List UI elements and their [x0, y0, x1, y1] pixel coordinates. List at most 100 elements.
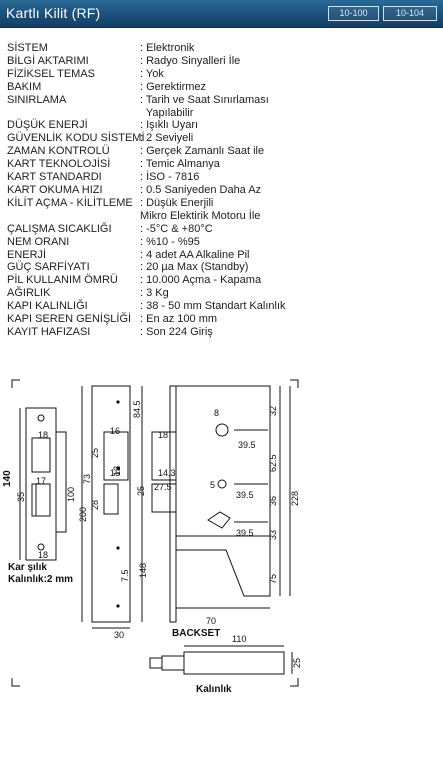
spec-value: : 4 adet AA Alkaline Pil — [140, 248, 250, 261]
spec-row: KAPI KALINLIĞI : 38 - 50 mm Standart Kalı… — [7, 300, 437, 313]
corner-mark — [290, 379, 299, 388]
spec-value: : Gerektirmez — [140, 80, 207, 93]
dim-label: 39.5 — [236, 528, 254, 538]
spec-label: BİLGİ AKTARIMI — [7, 54, 89, 67]
spec-row: NEM ORANI : %10 - %95 — [7, 236, 437, 249]
spec-value: : %10 - %95 — [140, 235, 200, 248]
spec-label: KART OKUMA HIZI — [7, 183, 103, 196]
lock-dimension-diagram: 140 35 100 18 17 18 84.5 16 25 15 73 12 … — [2, 379, 302, 695]
lock-body — [151, 385, 291, 623]
spec-row: KART TEKNOLOJİSİ: Temic Almanya — [7, 158, 437, 171]
spec-value: : 38 - 50 mm Standart Kalınlık — [140, 300, 286, 313]
strike-plate — [19, 407, 67, 561]
strike-caption: Kar şılık — [8, 562, 47, 573]
spec-row: KART OKUMA HIZI : 0.5 Saniyeden Daha Az — [7, 184, 437, 197]
dim-label: 84.5 — [132, 400, 142, 418]
spec-label: FİZİKSEL TEMAS — [7, 67, 96, 80]
spec-label: BAKIM — [7, 80, 42, 93]
dim-label: 35 — [16, 492, 26, 502]
spec-row: PİL KULLANIM ÖMRÜ: 10.000 Açma - Kapama — [7, 274, 437, 287]
spec-value: : 2 Seviyeli — [140, 132, 194, 145]
corner-mark — [290, 678, 299, 687]
dim-label: 30 — [114, 630, 124, 640]
dimension-labels: 140 35 100 18 17 18 84.5 16 25 15 73 12 … — [2, 400, 302, 668]
spec-label — [7, 107, 140, 120]
spec-value: : Işıklı Uyarı — [140, 119, 199, 132]
spec-value: : 3 Kg — [140, 287, 169, 300]
spec-row: BAKIM : Gerektirmez — [7, 81, 437, 94]
spec-label: ÇALIŞMA SICAKLIĞI — [7, 222, 112, 235]
spec-row: SİSTEM : Elektronik — [7, 42, 437, 55]
dim-label: 36 — [268, 496, 278, 506]
dim-label: 25 — [90, 448, 100, 458]
spec-label: KİLİT AÇMA - KİLİTLEME — [7, 196, 133, 209]
dim-label: 140 — [2, 470, 13, 487]
dim-label: 28 — [90, 500, 100, 510]
screw-dots — [116, 400, 120, 608]
spec-value: : 20 µa Max (Standby) — [140, 261, 249, 274]
spec-label: KAPI KALINLIĞI — [7, 300, 88, 313]
page-title: Kartlı Kilit (RF) — [6, 5, 101, 21]
spec-label: GÜÇ SARFİYATI — [7, 261, 90, 274]
product-code-badge[interactable]: 10-104 — [383, 6, 437, 21]
spec-row: KAPI SEREN GENİŞLİĞİ : En az 100 mm — [7, 313, 437, 326]
spec-row: KİLİT AÇMA - KİLİTLEME : Düşük Enerjili — [7, 197, 437, 210]
corner-mark — [11, 678, 20, 687]
spec-row: KART STANDARDI: İSO - 7816 — [7, 171, 437, 184]
spec-value: : İSO - 7816 — [140, 171, 200, 184]
spec-row: BİLGİ AKTARIMI: Radyo Sinyalleri İle — [7, 55, 437, 68]
spec-row: FİZİKSEL TEMAS : Yok — [7, 68, 437, 81]
corner-mark — [11, 379, 20, 388]
dim-label: 228 — [290, 491, 300, 506]
spec-row: GÜVENLİK KODU SİSTEMİ: 2 Seviyeli — [7, 132, 437, 145]
dim-label: 33 — [268, 530, 278, 540]
dim-label: 15 — [110, 468, 120, 478]
dim-label: 73 — [82, 474, 92, 484]
dim-label: 110 — [232, 634, 246, 644]
dim-label: 62.5 — [268, 454, 278, 472]
spec-value: : 0.5 Saniyeden Daha Az — [140, 183, 262, 196]
spec-label: SİSTEM — [7, 42, 48, 54]
dim-label: 32 — [268, 406, 278, 416]
spec-row: DÜŞÜK ENERJİ : Işıklı Uyarı — [7, 119, 437, 132]
spec-row: AĞIRLIK : 3 Kg — [7, 287, 437, 300]
face-plate — [81, 385, 143, 629]
spec-row: KAYIT HAFIZASI: Son 224 Giriş — [7, 326, 437, 339]
dim-label: 100 — [66, 487, 76, 502]
spec-label: ZAMAN KONTROLÜ — [7, 145, 110, 158]
spec-label: SINIRLAMA — [7, 93, 67, 106]
spec-value: : En az 100 mm — [140, 313, 218, 326]
spec-label: NEM ORANI — [7, 235, 70, 248]
spec-label: AĞIRLIK — [7, 287, 51, 300]
spec-value: : Yok — [140, 67, 164, 80]
technical-drawing: 140 35 100 18 17 18 84.5 16 25 15 73 12 … — [0, 372, 443, 702]
spec-label: DÜŞÜK ENERJİ — [7, 119, 88, 132]
dim-label: 18 — [158, 430, 168, 440]
dim-label: 5 — [210, 480, 215, 490]
spec-label — [7, 210, 140, 223]
spec-value: Mikro Elektirik Motoru İle — [140, 209, 261, 222]
dim-label: 7.5 — [120, 569, 130, 582]
dim-label: 148 — [138, 563, 148, 578]
spec-value: : Düşük Enerjili — [140, 196, 214, 209]
strike-thickness-caption: Kalınlık:2 mm — [8, 574, 73, 585]
spec-label: PİL KULLANIM ÖMRÜ — [7, 274, 118, 287]
spec-label: KAPI SEREN GENİŞLİĞİ — [7, 313, 132, 326]
spec-value: : Tarih ve Saat Sınırlaması — [140, 93, 269, 106]
product-code-badge[interactable]: 10-100 — [328, 6, 379, 21]
dim-label: 16 — [110, 426, 120, 436]
spec-row: ENERJİ : 4 adet AA Alkaline Pil — [7, 249, 437, 262]
dim-label: 14.3 — [158, 468, 176, 478]
dim-label: 18 — [38, 430, 48, 440]
spec-value: : Gerçek Zamanlı Saat ile — [140, 145, 265, 158]
spec-label: GÜVENLİK KODU SİSTEMİ — [7, 132, 145, 145]
dim-label: 39.5 — [236, 490, 254, 500]
spindle — [149, 645, 293, 675]
spec-label: ENERJİ — [7, 248, 47, 261]
spec-value: : -5°C & +80°C — [140, 222, 213, 235]
dim-label: 18 — [38, 550, 48, 560]
spec-row: GÜÇ SARFİYATI : 20 µa Max (Standby) — [7, 261, 437, 274]
dim-label: 200 — [78, 507, 88, 522]
spec-row: SINIRLAMA : Tarih ve Saat Sınırlaması — [7, 94, 437, 107]
spec-value: : Elektronik — [140, 42, 195, 54]
